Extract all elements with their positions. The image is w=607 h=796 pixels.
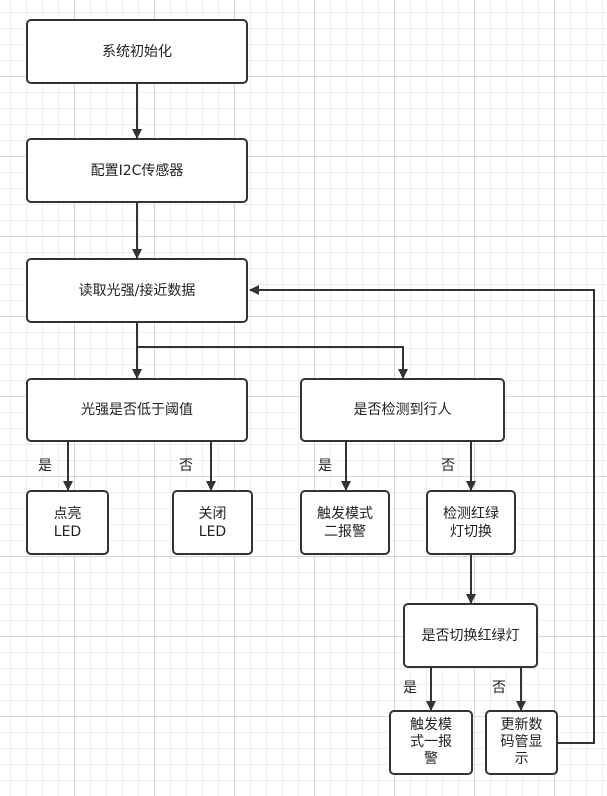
node-alarm-mode-two[interactable]: 触发模式 二报警 <box>300 490 390 555</box>
node-check-light-threshold-label: 光强是否低于阈值 <box>81 402 193 418</box>
node-system-init[interactable]: 系统初始化 <box>26 19 248 84</box>
node-check-light-threshold[interactable]: 光强是否低于阈值 <box>26 378 248 442</box>
node-alarm-mode-one[interactable]: 触发模 式一报 警 <box>389 710 473 775</box>
node-check-pedestrian-label: 是否检测到行人 <box>353 402 452 418</box>
edge-label-light-no: 否 <box>179 458 193 474</box>
edge-read-to-check-pedestrian <box>137 346 408 379</box>
node-check-pedestrian[interactable]: 是否检测到行人 <box>300 378 505 442</box>
node-led-off-label: 关闭 LED <box>198 505 227 540</box>
node-update-display-label: 更新数 码管显 示 <box>500 717 543 767</box>
node-detect-light-switch[interactable]: 检测红绿 灯切换 <box>426 490 516 555</box>
edge-label-pedestrian-no: 否 <box>441 458 455 474</box>
node-config-i2c-sensor[interactable]: 配置I2C传感器 <box>26 138 248 203</box>
node-check-light-switch-label: 是否切换红绿灯 <box>421 627 520 644</box>
node-alarm-mode-two-label: 触发模式 二报警 <box>317 505 373 540</box>
edge-label-switch-no: 否 <box>492 680 506 696</box>
node-check-light-switch[interactable]: 是否切换红绿灯 <box>403 603 538 668</box>
node-read-sensor-data-label: 读取光强/接近数据 <box>78 282 196 299</box>
edge-label-pedestrian-yes: 是 <box>318 458 332 474</box>
node-system-init-label: 系统初始化 <box>102 43 172 60</box>
node-led-off[interactable]: 关闭 LED <box>172 490 253 555</box>
edge-label-switch-yes: 是 <box>403 680 417 696</box>
node-led-on-label: 点亮 LED <box>53 505 82 540</box>
node-led-on[interactable]: 点亮 LED <box>26 490 109 555</box>
node-update-display[interactable]: 更新数 码管显 示 <box>485 710 558 775</box>
node-detect-light-switch-label: 检测红绿 灯切换 <box>443 505 499 540</box>
edge-label-light-yes: 是 <box>38 458 52 474</box>
edge-display-loop-back-to-read <box>249 285 595 744</box>
node-alarm-mode-one-label: 触发模 式一报 警 <box>410 717 452 767</box>
node-read-sensor-data[interactable]: 读取光强/接近数据 <box>26 258 248 323</box>
node-config-i2c-sensor-label: 配置I2C传感器 <box>90 162 184 179</box>
